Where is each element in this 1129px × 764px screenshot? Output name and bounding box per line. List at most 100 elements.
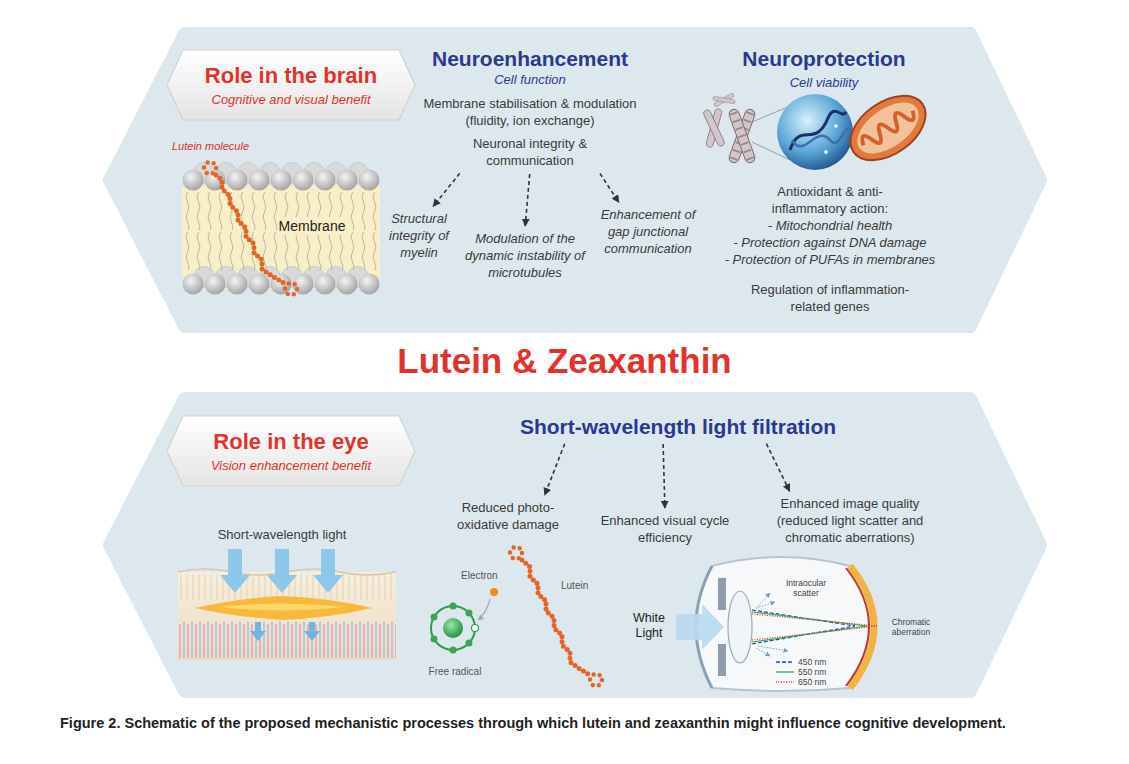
illustration-label: Electron: [461, 570, 498, 582]
dashed-arrow: [545, 444, 565, 495]
eye-illustration: [718, 578, 726, 610]
effect-text: Reduced photo-oxidative damage: [450, 499, 566, 533]
section-heading: Short-wavelength light filtration: [510, 414, 846, 439]
effect-node: Reduced photo-oxidative damage: [448, 497, 568, 535]
free-radical-illustration: [443, 618, 463, 638]
membrane-illustration: [182, 160, 380, 297]
dna-sphere-icon: [834, 124, 838, 128]
list-item: - Protection of PUFAs in membranes: [725, 251, 936, 268]
chromosome-icon: [728, 108, 757, 164]
mechanism-group: NeuroenhancementCell functionMembrane st…: [416, 44, 644, 171]
mechanism-node: Enhancement of gap junctional communicat…: [594, 204, 702, 259]
free-radical-illustration: [450, 603, 457, 610]
dna-sphere-icon: [790, 111, 846, 150]
mechanism-text: Enhancement of gap junctional communicat…: [596, 206, 700, 257]
retina-illustration: [195, 596, 372, 620]
panel-band: [110, 399, 1040, 691]
section-heading-node: Short-wavelength light filtration: [508, 412, 848, 441]
free-radical-illustration: [466, 610, 473, 617]
eye-illustration: [758, 593, 770, 606]
legend-samples: [776, 671, 794, 672]
free-radical-illustration: [510, 547, 522, 559]
free-radical-illustration: [522, 560, 590, 675]
tab-heading: Role in the brain: [205, 63, 377, 89]
dna-sphere-icon: [801, 116, 805, 120]
retina-illustration: [220, 604, 345, 611]
tab-subheading: Cognitive and visual benefit: [212, 92, 371, 108]
diagram-title: Lutein & Zeaxanthin: [0, 340, 1129, 382]
mechanism-text: Structural integrity of myelin: [383, 210, 455, 261]
membrane-illustration: [182, 232, 380, 270]
effect-text: Enhanced visual cycle efficiency: [595, 512, 736, 546]
dashed-arrow: [433, 173, 460, 206]
section-heading: Neuroenhancement: [418, 46, 642, 71]
callout-label: Lutein molecule: [172, 140, 249, 153]
retina-illustration: [178, 620, 396, 660]
section-tab: Role in the brainCognitive and visual be…: [165, 48, 417, 122]
free-radical-illustration: [490, 588, 498, 596]
chromosome-icon: [713, 93, 734, 108]
dna-sphere-icon: [824, 150, 828, 154]
eye-illustration: [758, 646, 788, 651]
mechanism-node: Modulation of the dynamic instability of…: [455, 228, 595, 283]
eye-illustration: [728, 591, 752, 663]
chromosome-icon: [733, 113, 750, 160]
tab-outline: [167, 416, 415, 486]
eye-illustration: [718, 644, 726, 676]
tab-heading: Role in the eye: [213, 429, 368, 455]
dashed-arrow: [663, 444, 665, 508]
membrane-illustration: [182, 186, 380, 278]
chromosome-icon: [713, 93, 736, 108]
retina-illustration: [250, 622, 266, 641]
membrane-illustration: [182, 167, 380, 193]
body-text: Membrane stabilisation & modulation (flu…: [418, 95, 642, 129]
body-text: Neuronal integrity & communication: [455, 135, 605, 169]
dashed-arrow: [525, 174, 530, 226]
chromosome-icon: [713, 96, 736, 104]
membrane-illustration: [285, 283, 297, 295]
chromosome-icon: [703, 93, 790, 164]
free-radical-illustration: [472, 625, 479, 632]
eye-illustration: [676, 604, 724, 650]
illustration-label: Free radical: [429, 666, 482, 678]
mitochondrion-icon: [848, 92, 927, 163]
retina-illustration: [220, 549, 250, 593]
legend-samples: [776, 662, 794, 682]
mitochondrion-icon: [839, 83, 938, 174]
chromosome-icon: [703, 109, 726, 147]
membrane-illustration: [216, 175, 284, 283]
free-radical-illustration: [431, 547, 603, 686]
mechanism-text: Modulation of the dynamic instability of…: [457, 230, 593, 281]
membrane-illustration: [204, 162, 216, 174]
section-subheading: Cell viability: [790, 75, 859, 91]
free-radical-illustration: [431, 606, 475, 650]
illustration-label: Short-wavelength light: [218, 526, 347, 543]
membrane-label: Membrane: [277, 217, 348, 235]
eye-illustration: [752, 626, 877, 640]
retina-illustration: [313, 549, 343, 593]
eye-illustration: [712, 557, 850, 566]
body-text: Regulation of inflammation-related genes: [735, 281, 925, 315]
chromosome-icon: [728, 108, 757, 164]
legend-samples: [776, 661, 794, 662]
dna-sphere-icon: [792, 128, 848, 146]
legend-text: 650 nm: [798, 677, 826, 687]
mechanism-node: Structural integrity of myelin: [381, 208, 457, 263]
tab-subheading: Vision enhancement benefit: [211, 458, 371, 474]
effect-text: Enhanced image quality (reduced light sc…: [767, 495, 933, 546]
retina-illustration: [304, 622, 320, 641]
section-heading: Neuroprotection: [742, 46, 905, 71]
effect-node: Enhanced visual cycle efficiency: [593, 510, 738, 548]
panel-band: [110, 34, 1040, 326]
eye-illustration: [676, 557, 877, 691]
free-radical-illustration: [478, 599, 490, 620]
eye-illustration: [756, 648, 770, 656]
retina-illustration: [267, 549, 297, 593]
illustration-label: Chromatic aberration: [886, 617, 936, 637]
dashed-arrow: [766, 444, 789, 492]
mitochondrion-icon: [839, 83, 938, 174]
chromosome-icon: [703, 109, 726, 147]
eye-illustration: [712, 688, 850, 691]
legend-samples: [776, 681, 794, 682]
